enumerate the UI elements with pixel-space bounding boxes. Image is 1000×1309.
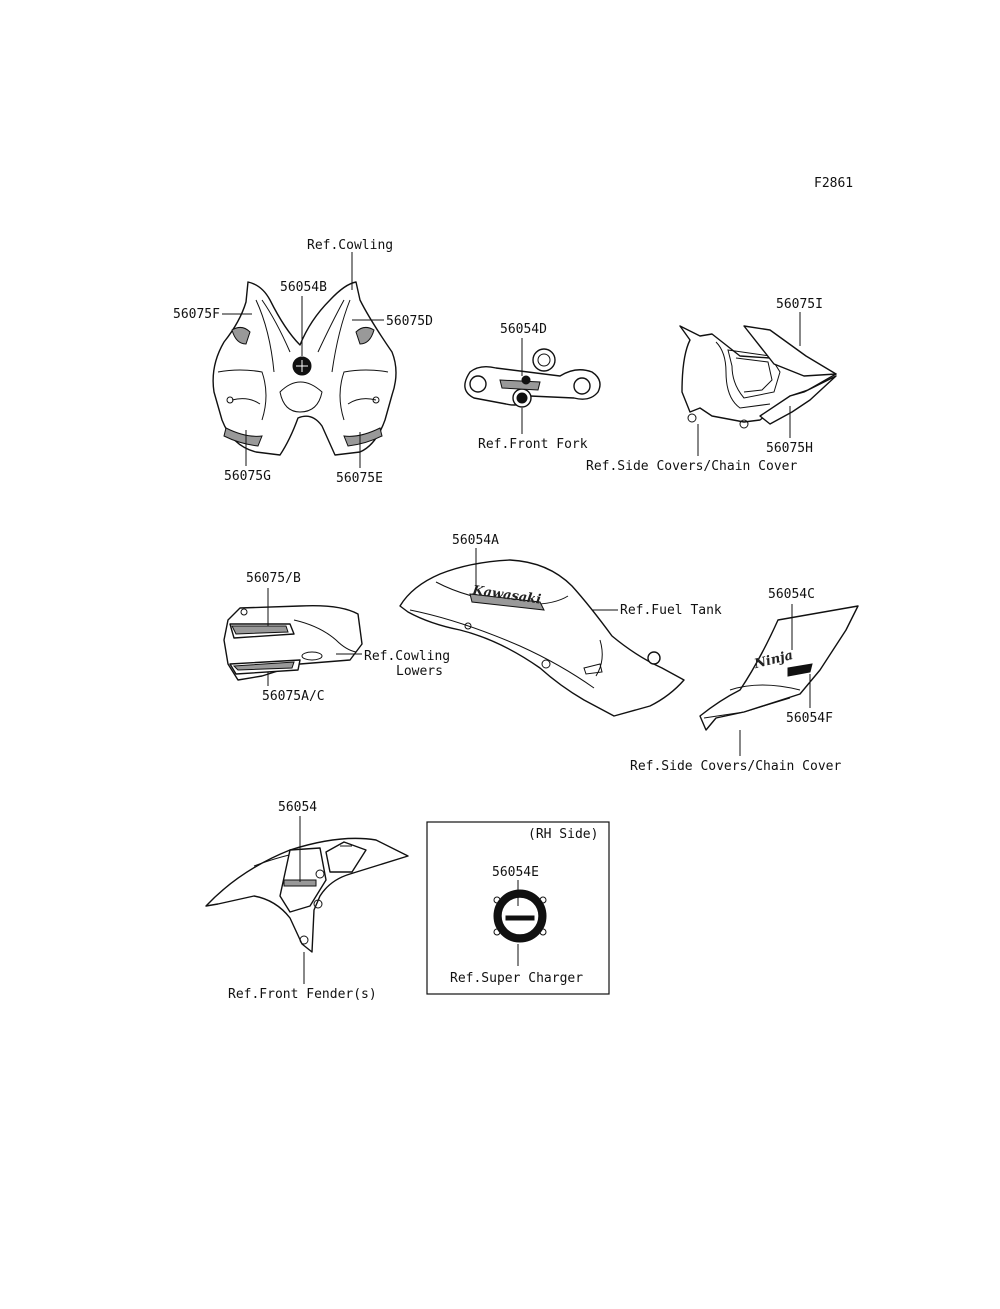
part-56075F-label: 56075F: [173, 307, 220, 322]
part-56054C-label: 56054C: [768, 587, 815, 602]
part-56075G-label: 56075G: [224, 469, 271, 484]
part-56054E-label: 56054E: [492, 865, 539, 880]
rh-side-label: (RH Side): [528, 827, 598, 842]
part-56075D-label: 56075D: [386, 314, 433, 329]
part-56054B-label: 56054B: [280, 280, 327, 295]
ref-cowling-lowers-label-2: Lowers: [396, 664, 443, 679]
ref-super-charger-label: Ref.Super Charger: [450, 971, 583, 986]
figure-code: F2861: [814, 176, 853, 191]
part-56054D-label: 56054D: [500, 322, 547, 337]
ref-side-covers-label-1: Ref.Side Covers/Chain Cover: [586, 459, 797, 474]
part-56075AC-label: 56075A/C: [262, 689, 325, 704]
part-56054-label: 56054: [278, 800, 317, 815]
fuel-tank-drawing: Kawasaki: [399, 559, 685, 717]
ref-cowling-label: Ref.Cowling: [307, 238, 393, 253]
part-56075H-label: 56075H: [766, 441, 813, 456]
top-bridge-drawing: [464, 348, 601, 408]
part-56075I-label: 56075I: [776, 297, 823, 312]
rear-cowl-drawing: [679, 325, 837, 429]
ref-fuel-tank-label: Ref.Fuel Tank: [620, 603, 722, 618]
part-56075B-label: 56075/B: [246, 571, 301, 586]
part-56054A-label: 56054A: [452, 533, 499, 548]
cowling-lowers-drawing: [223, 604, 363, 681]
rh-side-inset-frame: [426, 821, 610, 995]
ref-cowling-lowers-label-1: Ref.Cowling: [364, 649, 450, 664]
ref-side-covers-label-2: Ref.Side Covers/Chain Cover: [630, 759, 841, 774]
part-56054F-label: 56054F: [786, 711, 833, 726]
side-cover-drawing: Ninja: [699, 605, 859, 731]
part-56075E-label: 56075E: [336, 471, 383, 486]
ref-front-fender-label: Ref.Front Fender(s): [228, 987, 377, 1002]
supercharger-cover-drawing: [493, 889, 547, 943]
front-fender-drawing: [205, 837, 409, 953]
upper-cowling-drawing: [212, 281, 397, 456]
ref-front-fork-label: Ref.Front Fork: [478, 437, 588, 452]
